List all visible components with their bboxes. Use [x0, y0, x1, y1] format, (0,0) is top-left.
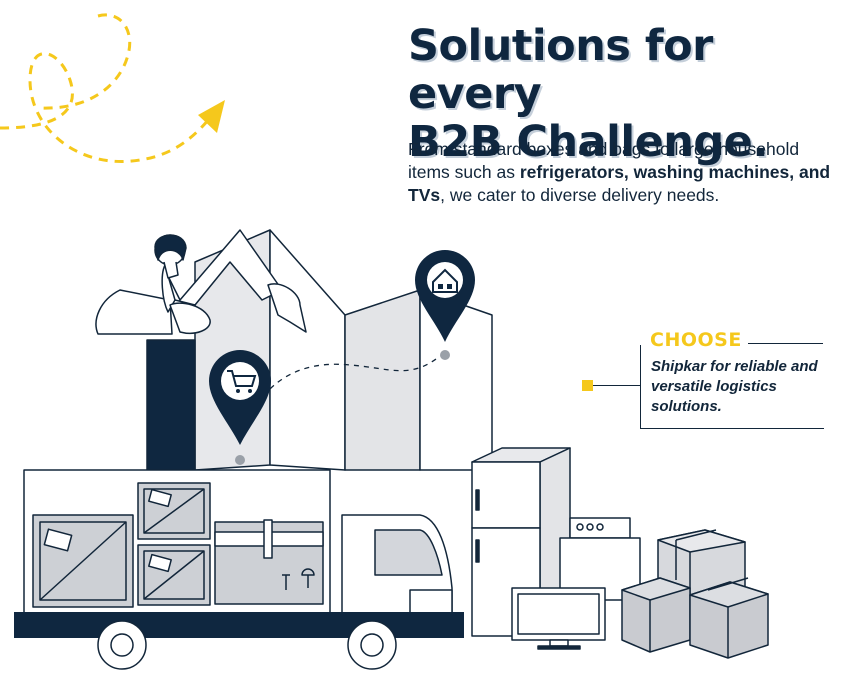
cardboard-boxes: [621, 529, 769, 659]
headline-line1: Solutions for every: [408, 21, 713, 119]
dashed-arrow-doodle: [0, 13, 225, 163]
headline: Solutions for every B2B Challenge.: [408, 22, 848, 166]
callout-text: Shipkar for reliable and versatile logis…: [651, 358, 818, 415]
callout-divider: [748, 343, 823, 344]
callout-label: CHOOSE: [650, 329, 742, 351]
arrowhead-icon: [198, 100, 225, 133]
television: [511, 587, 606, 650]
delivery-truck: [14, 469, 464, 670]
washing-machine: [559, 517, 641, 601]
intro-text-part2: , we cater to diverse delivery needs.: [440, 185, 720, 205]
intro-paragraph: From standard boxes and bags to large ho…: [408, 138, 838, 207]
callout-marker-icon: [582, 380, 593, 391]
headline-line2: B2B Challenge.: [408, 117, 769, 167]
callout-connector: [592, 385, 640, 386]
intro-text-bold: refrigerators, washing machines, and TVs: [408, 162, 831, 205]
callout-bracket-bottom: [640, 428, 824, 429]
cart-pin-icon: [209, 350, 271, 465]
intro-text-part1: From standard boxes and bags to large ho…: [408, 139, 800, 182]
home-pin-icon: [415, 250, 475, 360]
callout-bracket-vertical: [640, 345, 641, 429]
person-figure: [95, 229, 307, 476]
refrigerator: [471, 447, 571, 637]
